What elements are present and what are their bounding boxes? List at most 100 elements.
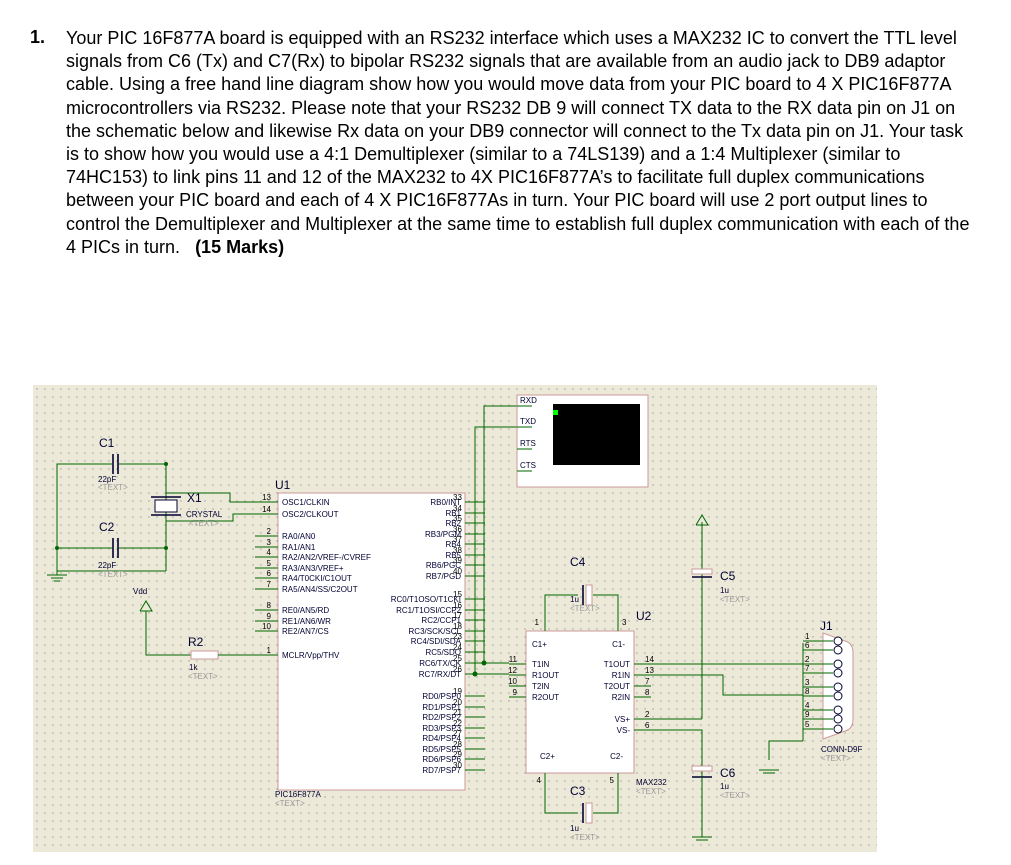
u1-pin-number: 29 [453, 750, 462, 759]
capacitor-c5: C5 1u <TEXT> [691, 568, 750, 604]
u1-pin-number: 4 [267, 548, 272, 557]
u1-pin-number: 38 [453, 546, 462, 555]
j1-pin-socket [833, 645, 843, 655]
u1-pin-label: OSC1/CLKIN [282, 498, 330, 507]
u2-pin-number: 8 [645, 688, 650, 697]
u2-pin-number: 3 [622, 618, 627, 627]
u1-pin-label: RE2/AN7/CS [282, 627, 329, 636]
u1-pin-label: RB2 [445, 519, 461, 528]
u1-pin-label: RC0/T1OSO/T1CKI [391, 595, 461, 604]
j1-pin-socket [833, 705, 843, 715]
u1-ref: U1 [275, 478, 291, 492]
u2-pin-label: T2OUT [604, 682, 630, 691]
u2-pin-number: 7 [645, 677, 650, 686]
u1-pic16f877a: U1 PIC16F877A <TEXT> 13OSC1/CLKIN14OSC2/… [255, 478, 485, 808]
u1-pin-number: 30 [453, 761, 462, 770]
u1-pin-label: RB1 [445, 509, 461, 518]
u1-pin-label: RB5 [445, 551, 461, 560]
u1-pin-label: RB7/PGD [426, 572, 461, 581]
capacitor-c3: C3 1u <TEXT> [570, 784, 600, 842]
c3-text-placeholder: <TEXT> [570, 833, 600, 842]
u1-pin-number: 14 [262, 505, 271, 514]
u2-ref: U2 [636, 609, 652, 623]
u2-part: MAX232 [636, 778, 667, 787]
u1-pin-label: RD3/PSP3 [422, 724, 461, 733]
u1-pin-label: OSC2/CLKOUT [282, 510, 339, 519]
terminal-pin-label: RTS [520, 439, 536, 448]
u2-pin-number: 11 [509, 655, 518, 664]
j1-pin-number: 2 [805, 655, 810, 664]
power-arrows [139, 514, 709, 612]
j1-pin-socket [833, 714, 843, 724]
r2-text-placeholder: <TEXT> [188, 672, 218, 681]
c4-text-placeholder: <TEXT> [570, 604, 600, 613]
u1-pin-number: 27 [453, 729, 462, 738]
u2-pin-label: R1OUT [532, 671, 559, 680]
capacitor-c6: C6 1u <TEXT> [691, 765, 750, 800]
u2-pin-label: R2OUT [532, 693, 559, 702]
u1-pin-number: 15 [453, 590, 462, 599]
question-text: Your PIC 16F877A board is equipped with … [66, 27, 981, 259]
u1-pin-label: RA2/AN2/VREF-/CVREF [282, 553, 371, 562]
c3-value: 1u [570, 824, 579, 833]
c1-ref: C1 [99, 436, 115, 450]
u1-pin-label: RD6/PSP6 [422, 755, 461, 764]
u1-pin-label: RA5/AN4/SS/C2OUT [282, 585, 358, 594]
u1-pin-label: RC7/RX/DT [419, 670, 461, 679]
r2-value: 1k [189, 663, 198, 672]
vdd-label: Vdd [133, 587, 147, 596]
u1-pin-number: 28 [453, 740, 462, 749]
terminal-pin-label: TXD [520, 417, 536, 426]
u1-pin-label: RD2/PSP2 [422, 713, 461, 722]
u1-pin-number: 22 [453, 719, 462, 728]
c2-text-placeholder: <TEXT> [98, 570, 128, 579]
u2-pin-label: C1+ [532, 640, 547, 649]
terminal-screen [553, 404, 640, 465]
u2-pin-label: VS+ [615, 715, 631, 724]
u1-pin-label: RC1/T1OSI/CCP2 [396, 606, 461, 615]
capacitor-c2: C2 22pF <TEXT> [98, 520, 128, 579]
x1-ref: X1 [187, 491, 202, 505]
u1-pin-number: 37 [453, 535, 462, 544]
u1-pin-label: RD0/PSP0 [422, 692, 461, 701]
u1-pin-label: RC2/CCP1 [421, 616, 461, 625]
terminal-led [553, 410, 558, 415]
u1-pin-number: 36 [453, 525, 462, 534]
j1-pin-socket [833, 636, 843, 646]
c5-ref: C5 [720, 569, 736, 583]
u1-pin-label: RD7/PSP7 [422, 766, 461, 775]
u1-right-pins: 33RB0/INT34RB135RB236RB3/PGM37RB438RB539… [391, 493, 485, 775]
u2-pin-number: 13 [645, 666, 654, 675]
u1-pin-number: 1 [267, 646, 272, 655]
x1-value: CRYSTAL [186, 510, 223, 519]
u1-pin-number: 39 [453, 556, 462, 565]
u1-pin-number: 26 [453, 665, 462, 674]
u1-pin-number: 2 [267, 527, 272, 536]
u2-pin-number: 2 [645, 710, 650, 719]
u1-pin-number: 13 [262, 493, 271, 502]
x1-text-placeholder: <TEXT> [189, 519, 219, 528]
j1-pin-socket [833, 659, 843, 669]
u2-pin-number: 1 [535, 618, 540, 627]
terminal-pin-label: CTS [520, 461, 536, 470]
u1-pin-label: RB0/INT [430, 498, 461, 507]
u1-pin-label: RE0/AN5/RD [282, 606, 329, 615]
c6-ref: C6 [720, 766, 736, 780]
u1-pin-number: 17 [453, 611, 462, 620]
u1-pin-label: RA0/AN0 [282, 532, 316, 541]
u2-pin-number: 9 [513, 688, 518, 697]
u1-pin-label: RA3/AN3/VREF+ [282, 564, 344, 573]
u1-text-placeholder: <TEXT> [275, 799, 305, 808]
j1-pin-number: 6 [805, 641, 810, 650]
u1-pin-number: 34 [453, 504, 462, 513]
j1-pin-number: 9 [805, 710, 810, 719]
u2-pin-label: C1- [612, 640, 625, 649]
u2-text-placeholder: <TEXT> [636, 787, 666, 796]
u2-max232: U2 MAX232 <TEXT> 1C1+3C1-4C2+5C2-11T1IN1… [508, 609, 667, 796]
question-body: Your PIC 16F877A board is equipped with … [66, 28, 970, 257]
c5-text-placeholder: <TEXT> [720, 595, 750, 604]
u2-pin-number: 14 [645, 655, 654, 664]
u1-pin-number: 20 [453, 698, 462, 707]
